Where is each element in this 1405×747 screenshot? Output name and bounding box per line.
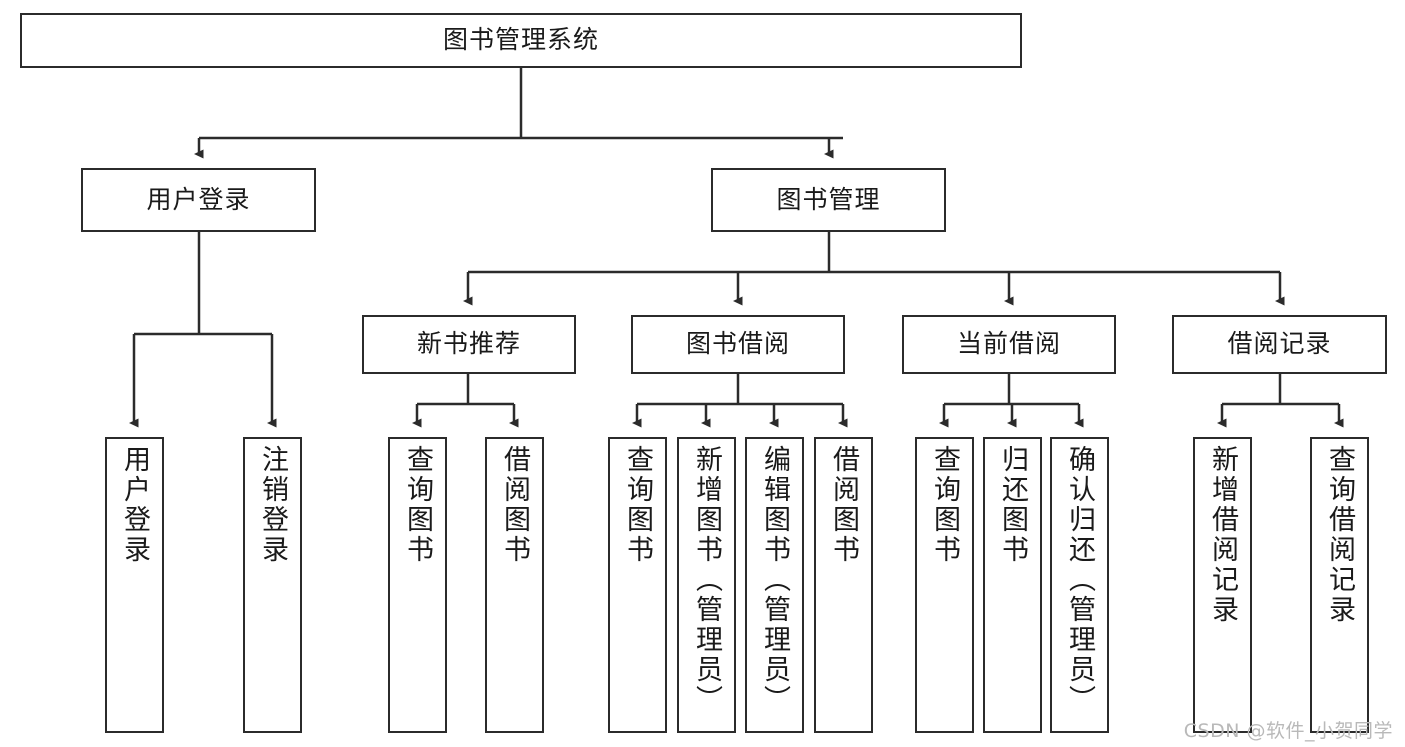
node-label: 新增借阅记录	[1207, 445, 1238, 625]
node-label: 查询图书	[622, 445, 653, 565]
node-new-book-recommendation[interactable]: 新书推荐	[362, 315, 576, 374]
leaf-return-book[interactable]: 归还图书	[983, 437, 1042, 733]
node-label: 图书管理	[776, 184, 881, 214]
node-label: 用户登录	[146, 184, 251, 214]
node-label: 借阅图书	[828, 445, 859, 565]
node-label: 用户登录	[119, 445, 150, 565]
node-label: 新书推荐	[416, 329, 521, 359]
leaf-user-login[interactable]: 用户登录	[105, 437, 164, 733]
leaf-edit-book-admin[interactable]: 编辑图书（管理员）	[745, 437, 804, 733]
node-user-login[interactable]: 用户登录	[81, 168, 316, 232]
node-label: 编辑图书（管理员）	[759, 445, 790, 715]
leaf-add-book-admin[interactable]: 新增图书（管理员）	[677, 437, 736, 733]
leaf-borrow-book-new-rec[interactable]: 借阅图书	[485, 437, 544, 733]
node-label: 新增图书（管理员）	[691, 445, 722, 715]
node-label: 当前借阅	[956, 329, 1061, 359]
node-book-borrowing[interactable]: 图书借阅	[631, 315, 845, 374]
node-label: 借阅图书	[499, 445, 530, 565]
leaf-logout[interactable]: 注销登录	[243, 437, 302, 733]
node-label: 归还图书	[997, 445, 1028, 565]
leaf-query-book-new-rec[interactable]: 查询图书	[388, 437, 447, 733]
node-label: 借阅记录	[1227, 329, 1332, 359]
node-label: 查询图书	[929, 445, 960, 565]
leaf-query-book-borrow[interactable]: 查询图书	[608, 437, 667, 733]
csdn-watermark: CSDN @软件_小贺同学	[1183, 720, 1393, 742]
node-label: 确认归还（管理员）	[1064, 445, 1095, 715]
node-book-management[interactable]: 图书管理	[711, 168, 946, 232]
node-current-borrowing[interactable]: 当前借阅	[902, 315, 1116, 374]
leaf-borrow-book-borrow[interactable]: 借阅图书	[814, 437, 873, 733]
leaf-query-borrow-record[interactable]: 查询借阅记录	[1310, 437, 1369, 733]
node-label: 注销登录	[257, 445, 288, 565]
node-label: 查询图书	[402, 445, 433, 565]
leaf-query-book-current[interactable]: 查询图书	[915, 437, 974, 733]
node-label: 图书借阅	[685, 329, 790, 359]
leaf-add-borrow-record[interactable]: 新增借阅记录	[1193, 437, 1252, 733]
node-label: 查询借阅记录	[1324, 445, 1355, 625]
node-root-book-management-system[interactable]: 图书管理系统	[20, 13, 1022, 68]
node-borrowing-record[interactable]: 借阅记录	[1172, 315, 1387, 374]
leaf-confirm-return-admin[interactable]: 确认归还（管理员）	[1050, 437, 1109, 733]
node-label: 图书管理系统	[442, 25, 599, 55]
